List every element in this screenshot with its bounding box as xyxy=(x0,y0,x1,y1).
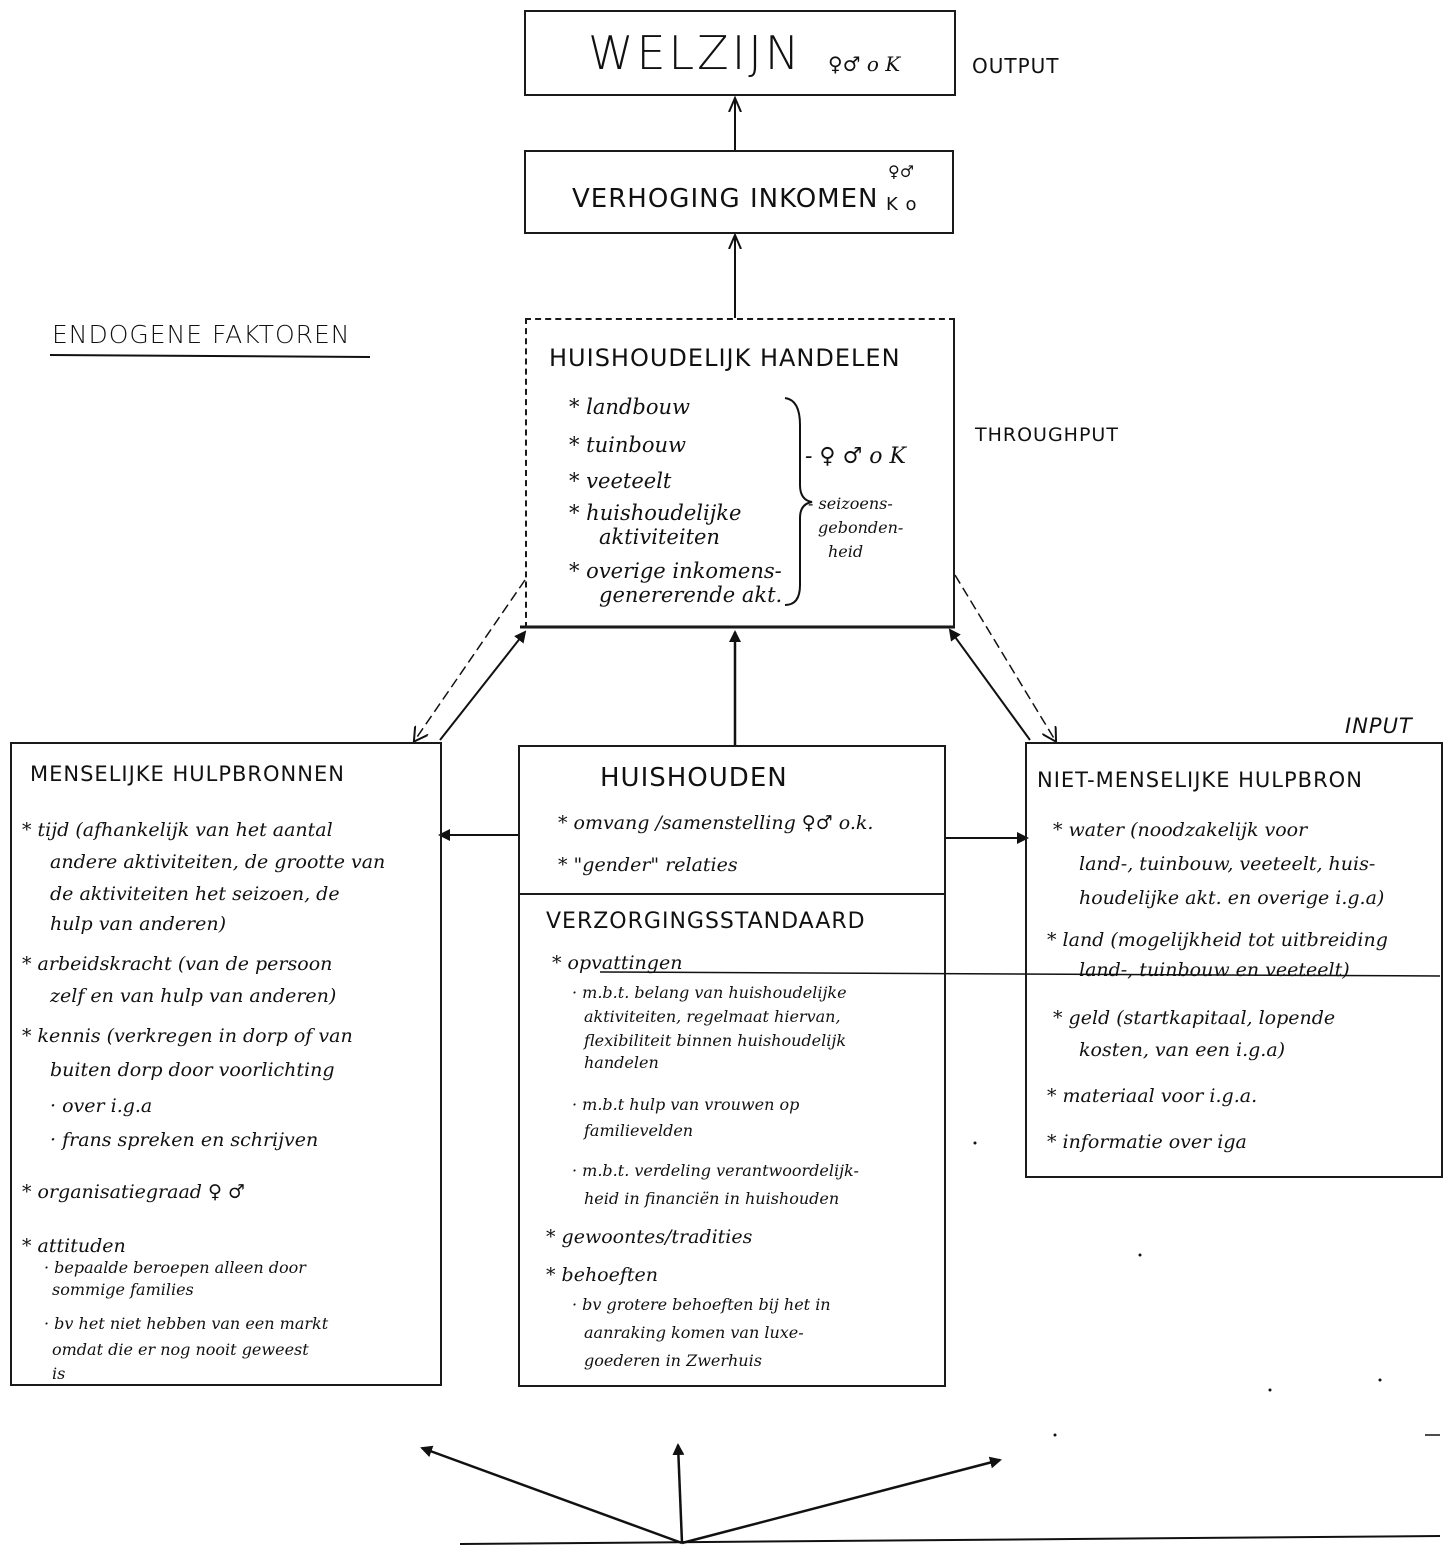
niet-menselijke-line: * materiaal voor i.g.a. xyxy=(1047,1085,1258,1107)
brace-note-gender: - ♀ ♂ o K xyxy=(805,444,906,469)
menselijke-line: · frans spreken en schrijven xyxy=(50,1129,319,1151)
menselijke-line: * tijd (afhankelijk van het aantal xyxy=(22,819,333,841)
verzorging-line: * behoeften xyxy=(546,1264,659,1286)
bottom-line xyxy=(459,1535,1441,1545)
niet-menselijke-title: NIET-MENSELIJKE HULPBRON xyxy=(1037,768,1363,792)
brace-handelen xyxy=(784,397,813,606)
handelen-item-huishoudelijke: * huishoudelijke xyxy=(569,501,742,525)
menselijke-line: zelf en van hulp van anderen) xyxy=(50,985,337,1007)
handelen-item-veeteelt: * veeteelt xyxy=(569,469,672,493)
verzorging-line: * opvattingen xyxy=(552,952,683,974)
verzorging-title: VERZORGINGSSTANDAARD xyxy=(546,909,866,934)
crossing-line xyxy=(599,971,1441,977)
throughput-label: THROUGHPUT xyxy=(975,424,1119,446)
brace-note-heid: heid xyxy=(828,542,864,561)
verzorging-line: aanraking komen van luxe- xyxy=(584,1323,804,1342)
menselijke-small-line: is xyxy=(52,1364,66,1383)
arrow-handelen-to-niet-menselijke xyxy=(954,574,1055,740)
input-label: INPUT xyxy=(1345,714,1413,738)
niet-menselijke-line: land-, tuinbouw, veeteelt, huis- xyxy=(1079,853,1376,875)
verhoging-title: VERHOGING INKOMEN xyxy=(572,184,879,214)
welzijn-title: WELZIJN xyxy=(588,26,803,80)
niet-menselijke-line: houdelijke akt. en overige i.g.a) xyxy=(1079,887,1385,909)
verzorging-line: heid in financiën in huishouden xyxy=(584,1189,840,1208)
verzorging-line: · bv grotere behoeften bij het in xyxy=(572,1295,831,1314)
handelen-item-genererende: genererende akt. xyxy=(599,583,783,607)
huishoudelijk-box: HUISHOUDELIJK HANDELEN * landbouw * tuin… xyxy=(525,318,955,628)
huishouden-box: HUISHOUDEN * omvang /samenstelling ♀♂ o.… xyxy=(518,745,946,1387)
niet-menselijke-line: * water (noodzakelijk voor xyxy=(1053,819,1308,841)
arrow-niet-menselijke-to-handelen xyxy=(948,628,1031,741)
handelen-item-landbouw: * landbouw xyxy=(569,395,690,419)
brace-note-gebonden: gebonden- xyxy=(818,518,904,537)
menselijke-small-line: · bv het niet hebben van een markt xyxy=(44,1314,329,1333)
menselijke-box: MENSELIJKE HULPBRONNEN * tijd (afhankeli… xyxy=(10,742,442,1386)
verzorging-line: aktiviteiten, regelmaat hiervan, xyxy=(584,1007,841,1026)
arrow-bottom-center xyxy=(672,1443,685,1544)
verhoging-symbols-bottom: K o xyxy=(886,194,918,215)
endogene-heading: ENDOGENE FAKTOREN xyxy=(52,320,351,349)
menselijke-line: * kennis (verkregen in dorp of van xyxy=(22,1025,353,1047)
menselijke-small-line: · bepaalde beroepen alleen door xyxy=(44,1258,306,1277)
huishouden-divider xyxy=(520,893,944,895)
arrow-handelen-to-menselijke xyxy=(415,579,526,740)
verzorging-line: · m.b.t hulp van vrouwen op xyxy=(572,1095,800,1114)
niet-menselijke-line: * geld (startkapitaal, lopende xyxy=(1053,1007,1336,1029)
niet-menselijke-line: kosten, van een i.g.a) xyxy=(1079,1039,1286,1061)
menselijke-title: MENSELIJKE HULPBRONNEN xyxy=(30,762,345,786)
verzorging-line: familievelden xyxy=(584,1121,694,1140)
handelen-item-aktiviteiten: aktiviteiten xyxy=(599,525,720,549)
welzijn-box: WELZIJN ♀♂ o K xyxy=(524,10,956,96)
output-label: OUTPUT xyxy=(972,54,1060,78)
arrow-menselijke-to-handelen xyxy=(439,630,527,741)
menselijke-line: andere aktiviteiten, de grootte van xyxy=(50,851,386,873)
niet-menselijke-box: NIET-MENSELIJKE HULPBRON * water (noodza… xyxy=(1025,742,1443,1178)
verhoging-symbols-top: ♀♂ xyxy=(888,162,915,181)
menselijke-line: de aktiviteiten het seizoen, de xyxy=(50,883,340,905)
verzorging-line: goederen in Zwerhuis xyxy=(584,1351,762,1370)
huishouden-omvang: * omvang /samenstelling ♀♂ o.k. xyxy=(558,812,874,834)
verzorging-line: flexibiliteit binnen huishoudelijk xyxy=(584,1031,847,1050)
verhoging-box: VERHOGING INKOMEN ♀♂ K o xyxy=(524,150,954,234)
menselijke-line: * arbeidskracht (van de persoon xyxy=(22,953,333,975)
menselijke-line: hulp van anderen) xyxy=(50,913,227,935)
verzorging-line: * gewoontes/tradities xyxy=(546,1226,753,1248)
handelen-item-tuinbouw: * tuinbouw xyxy=(569,433,686,457)
menselijke-small-line: omdat die er nog nooit geweest xyxy=(52,1340,309,1359)
arrow-bottom-right xyxy=(681,1456,1002,1545)
handelen-item-overige: * overige inkomens- xyxy=(569,559,782,583)
niet-menselijke-line: land-, tuinbouw en veeteelt) xyxy=(1079,959,1350,981)
niet-menselijke-line: * informatie over iga xyxy=(1047,1131,1247,1153)
verzorging-line: · m.b.t. verdeling verantwoordelijk- xyxy=(572,1161,859,1180)
verzorging-line: handelen xyxy=(584,1053,659,1072)
arrow-bottom-left xyxy=(420,1445,683,1545)
huishouden-title: HUISHOUDEN xyxy=(600,763,788,793)
menselijke-line: * organisatiegraad ♀ ♂ xyxy=(22,1181,245,1203)
huishoudelijk-title: HUISHOUDELIJK HANDELEN xyxy=(549,344,901,372)
verzorging-line: · m.b.t. belang van huishoudelijke xyxy=(572,983,847,1002)
endogene-underline xyxy=(49,354,371,358)
menselijke-line: * attituden xyxy=(22,1235,126,1257)
brace-note-seizoens: - seizoens- xyxy=(808,494,893,513)
welzijn-symbols: ♀♂ o K xyxy=(828,52,901,76)
niet-menselijke-line: * land (mogelijkheid tot uitbreiding xyxy=(1047,929,1388,951)
menselijke-line: · over i.g.a xyxy=(50,1095,153,1117)
menselijke-small-line: sommige families xyxy=(52,1280,194,1299)
huishouden-gender: * "gender" relaties xyxy=(558,854,738,876)
menselijke-line: buiten dorp door voorlichting xyxy=(50,1059,335,1081)
